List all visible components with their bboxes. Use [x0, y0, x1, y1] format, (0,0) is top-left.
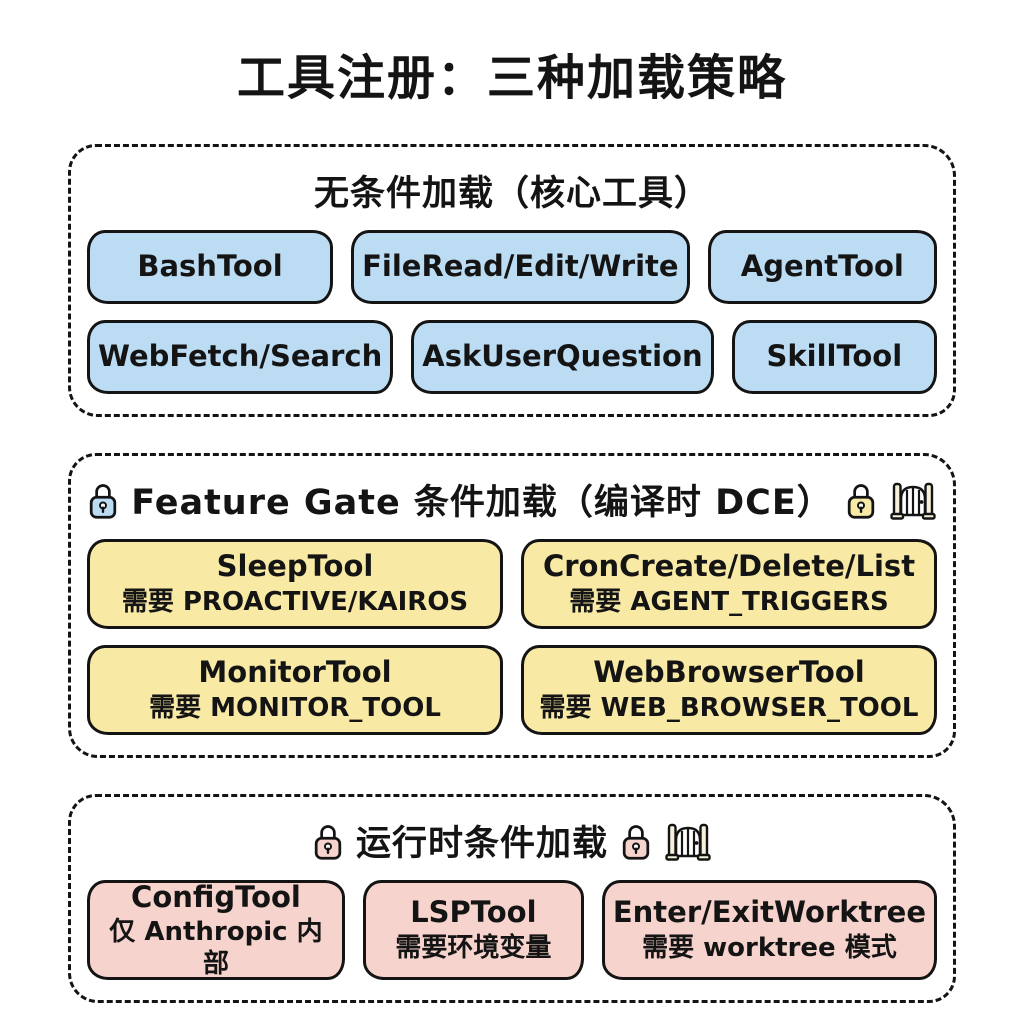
- gate-icon: [890, 482, 936, 520]
- core-tools-row-1: BashTool FileRead/Edit/Write AgentTool: [87, 230, 937, 304]
- section-runtime: 运行时条件加载 ConfigTool 仅 A: [68, 794, 956, 1003]
- tool-box-agent-tool: AgentTool: [707, 230, 937, 304]
- section-runtime-title: 运行时条件加载: [355, 824, 608, 864]
- tool-name: MonitorTool: [198, 655, 392, 690]
- core-tools-row-2: WebFetch/Search AskUserQuestion SkillToo…: [87, 320, 937, 394]
- tool-box-monitor-tool: MonitorTool 需要 MONITOR_TOOL: [87, 645, 503, 735]
- tool-name: BashTool: [137, 249, 283, 284]
- tool-name: AskUserQuestion: [422, 339, 703, 374]
- tool-requirement: 需要环境变量: [395, 932, 552, 963]
- section-core-tools: 无条件加载（核心工具） BashTool FileRead/Edit/Write…: [68, 144, 956, 417]
- tool-name: CronCreate/Delete/List: [542, 549, 916, 584]
- lock-icon: [314, 824, 342, 860]
- tool-box-web-fetch-search: WebFetch/Search: [87, 320, 394, 394]
- section-core-tools-header: 无条件加载（核心工具）: [87, 159, 937, 230]
- feature-gate-row-2: MonitorTool 需要 MONITOR_TOOL WebBrowserTo…: [87, 645, 937, 735]
- tool-box-ask-user-question: AskUserQuestion: [411, 320, 714, 394]
- tool-box-lsp-tool: LSPTool 需要环境变量: [362, 880, 584, 980]
- tool-box-sleep-tool: SleepTool 需要 PROACTIVE/KAIROS: [87, 539, 503, 629]
- tool-box-skill-tool: SkillTool: [731, 320, 937, 394]
- section-feature-gate-title: Feature Gate 条件加载（编译时 DCE）: [131, 483, 833, 523]
- runtime-row-1: ConfigTool 仅 Anthropic 内部 LSPTool 需要环境变量…: [87, 880, 937, 980]
- tool-box-file-read-edit-write: FileRead/Edit/Write: [351, 230, 690, 304]
- tool-name: AgentTool: [740, 249, 904, 284]
- tool-requirement: 需要 MONITOR_TOOL: [149, 692, 441, 723]
- tool-requirement: 需要 AGENT_TRIGGERS: [569, 586, 889, 617]
- section-feature-gate-header: Feature Gate 条件加载（编译时 DCE）: [87, 468, 937, 539]
- tool-box-config-tool: ConfigTool 仅 Anthropic 内部: [87, 880, 345, 980]
- lock-icon: [847, 483, 874, 519]
- tool-name: WebBrowserTool: [593, 655, 865, 690]
- tool-box-bash-tool: BashTool: [87, 230, 334, 304]
- section-feature-gate: Feature Gate 条件加载（编译时 DCE） Sle: [68, 453, 956, 758]
- tool-name: ConfigTool: [131, 879, 301, 914]
- tool-box-web-browser-tool: WebBrowserTool 需要 WEB_BROWSER_TOOL: [521, 645, 937, 735]
- tool-name: Enter/ExitWorktree: [612, 895, 926, 930]
- tool-box-cron-create-delete-list: CronCreate/Delete/List 需要 AGENT_TRIGGERS: [521, 539, 937, 629]
- tool-name: LSPTool: [410, 895, 537, 930]
- tool-name: WebFetch/Search: [98, 339, 383, 374]
- gate-icon: [665, 823, 711, 861]
- tool-requirement: 需要 worktree 模式: [642, 932, 897, 963]
- tool-registration-diagram: 工具注册：三种加载策略 无条件加载（核心工具） BashTool FileRea…: [0, 38, 1024, 1024]
- tool-name: SleepTool: [216, 549, 374, 584]
- tool-requirement: 仅 Anthropic 内部: [109, 916, 323, 979]
- feature-gate-row-1: SleepTool 需要 PROACTIVE/KAIROS CronCreate…: [87, 539, 937, 629]
- lock-icon: [622, 824, 650, 860]
- tool-name: FileRead/Edit/Write: [362, 249, 679, 284]
- tool-requirement: 需要 PROACTIVE/KAIROS: [121, 586, 469, 617]
- tool-name: SkillTool: [766, 339, 903, 374]
- tool-box-enter-exit-worktree: Enter/ExitWorktree 需要 worktree 模式: [601, 880, 937, 980]
- tool-requirement: 需要 WEB_BROWSER_TOOL: [539, 692, 919, 723]
- section-core-tools-title: 无条件加载（核心工具）: [313, 174, 710, 214]
- section-runtime-header: 运行时条件加载: [87, 809, 937, 880]
- page-title: 工具注册：三种加载策略: [236, 50, 787, 106]
- lock-icon: [90, 483, 117, 519]
